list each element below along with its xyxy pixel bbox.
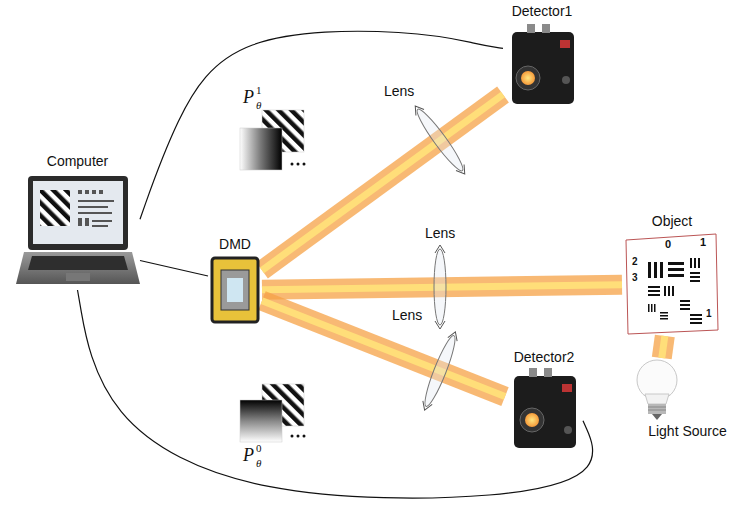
cable-line — [78, 290, 593, 498]
dmd-chip — [212, 258, 258, 322]
target-number: 0 — [665, 238, 671, 250]
cable — [140, 261, 208, 277]
beam-core — [262, 94, 503, 270]
target-number: 1 — [706, 308, 712, 319]
lens-label: Lens — [425, 226, 455, 241]
pattern-superscript: 1 — [256, 84, 262, 96]
detector: Detector2 — [505, 368, 583, 456]
cable-line — [140, 261, 208, 277]
pattern-superscript: 0 — [256, 442, 262, 454]
device-label: Computer — [47, 152, 108, 170]
pattern-stack — [240, 110, 306, 170]
dmd: DMD — [208, 255, 262, 325]
cable — [78, 290, 593, 498]
laptop-icon — [16, 176, 140, 284]
pattern-symbol: P — [243, 446, 254, 466]
pattern-subscript: θ — [256, 457, 261, 469]
light-source: Light Source — [630, 358, 685, 420]
target-number: 1 — [700, 236, 706, 248]
beam-core — [662, 336, 665, 358]
pattern-symbol: P — [243, 88, 254, 108]
device-label: Object — [652, 212, 692, 230]
camera-icon — [512, 24, 574, 104]
lens-label: Lens — [392, 308, 422, 323]
pattern-subscript: θ — [256, 99, 261, 111]
detector: Detector1 — [503, 22, 581, 110]
device-label: Detector2 — [514, 348, 575, 366]
device-label: Detector1 — [512, 2, 573, 20]
device-label: Light Source — [648, 422, 727, 440]
object: Object — [622, 232, 722, 336]
light-beam — [662, 336, 665, 358]
beam-outer — [662, 336, 665, 358]
device-label: DMD — [219, 235, 251, 253]
beam-outer — [262, 301, 505, 397]
cable-line — [140, 31, 503, 219]
light-beam — [262, 94, 503, 270]
light-beam — [262, 301, 505, 397]
camera-icon — [514, 368, 576, 448]
bulb-icon — [637, 360, 677, 420]
lens — [419, 330, 461, 413]
lens — [434, 245, 446, 329]
beam-core — [262, 301, 505, 397]
beam-outer — [262, 94, 503, 270]
lens — [410, 103, 469, 178]
target-number: 3 — [632, 272, 638, 283]
resolution-target — [626, 234, 718, 334]
pattern-stack — [240, 384, 306, 442]
lens-label: Lens — [384, 84, 414, 99]
target-number: 2 — [632, 256, 638, 267]
computer: Computer — [15, 172, 140, 290]
cable — [140, 31, 503, 219]
